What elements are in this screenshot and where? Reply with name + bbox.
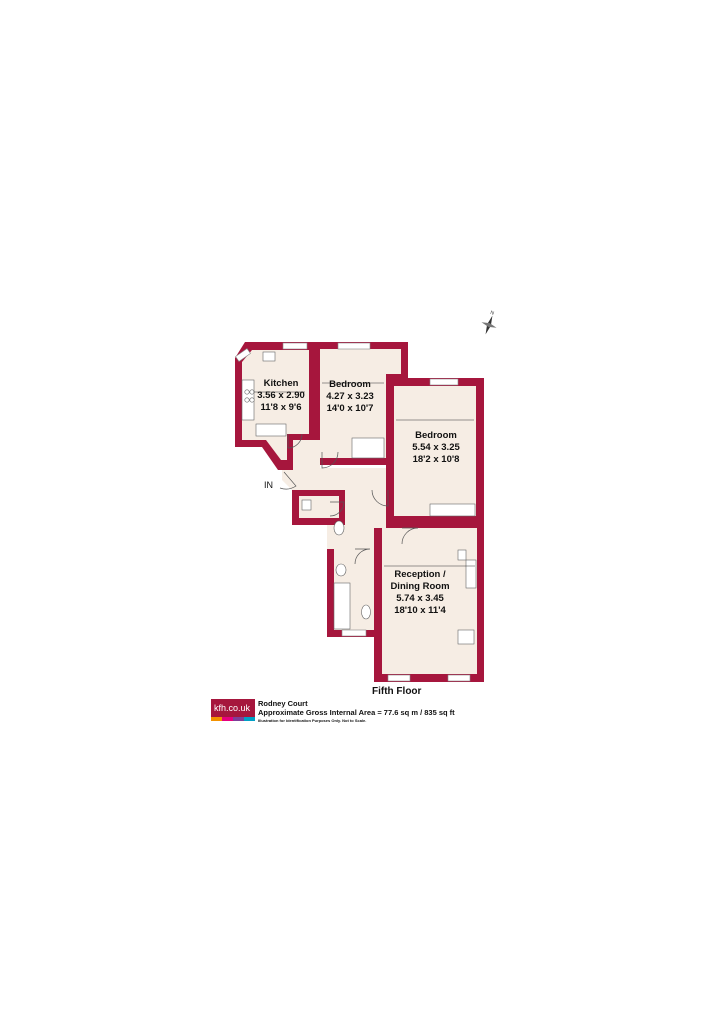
entrance-door	[279, 471, 297, 490]
reception-cabinet	[457, 549, 467, 561]
kitchen-imperial: 11'8 x 9'6	[261, 402, 302, 413]
windows	[235, 342, 471, 682]
bathtub	[333, 582, 351, 630]
fixtures	[241, 351, 477, 645]
gross-area: Approximate Gross Internal Area = 77.6 s…	[258, 708, 455, 717]
entrance-label: IN	[264, 480, 273, 490]
hallway-floor	[282, 440, 386, 549]
fireplace	[465, 559, 477, 589]
bedroom-1-name: Bedroom	[329, 379, 371, 390]
hob-ring	[244, 397, 250, 403]
bedroom-2-door	[371, 489, 389, 507]
kitchen-window	[282, 342, 308, 350]
wc-toilet	[333, 520, 345, 536]
logo-color-bar	[244, 717, 255, 721]
basin	[335, 563, 347, 577]
dimension-markers	[253, 382, 475, 567]
bedroom-1-imperial: 14'0 x 10'7	[327, 403, 374, 414]
reception-window-2	[447, 674, 471, 682]
kitchen-units	[255, 423, 287, 437]
reception-door	[401, 527, 419, 545]
bedroom-1-door	[321, 451, 339, 469]
kitchen-bay-window	[235, 348, 251, 362]
property-name: Rodney Court	[258, 699, 308, 708]
disclaimer: Illustration for Identification Purposes…	[258, 718, 367, 723]
bedroom-1-metric: 4.27 x 3.23	[326, 391, 374, 402]
logo-color-bar	[222, 717, 233, 721]
hob-ring	[249, 397, 255, 403]
bedroom-2-imperial: 18'2 x 10'8	[413, 454, 460, 465]
logo-color-bar	[211, 717, 222, 721]
logo-color-bar	[233, 717, 244, 721]
bathroom-door	[354, 548, 371, 565]
wc-basin	[301, 499, 312, 511]
reception-metric: 5.74 x 3.45	[396, 593, 444, 604]
bedroom-1-alcove	[386, 349, 401, 374]
bedroom-2-floor	[394, 386, 476, 516]
north-arrow-icon: N	[481, 310, 497, 335]
reception-name-line1: Reception /	[394, 569, 446, 580]
bedroom-2-metric: 5.54 x 3.25	[412, 442, 460, 453]
bedroom-1-window	[337, 342, 371, 350]
doors	[279, 433, 419, 565]
kitchen-sink	[262, 351, 276, 362]
hob-ring	[244, 389, 250, 395]
reception-imperial: 18'10 x 11'4	[394, 605, 446, 616]
wc-door	[329, 501, 345, 517]
bedroom-2-window	[429, 378, 459, 386]
caption-block: kfh.co.uk Rodney Court Approximate Gross…	[211, 699, 531, 725]
kitchen-door	[287, 433, 303, 449]
reception-window-1	[387, 674, 411, 682]
bedroom-1-wardrobe	[351, 437, 385, 459]
bathroom-window	[341, 629, 367, 637]
bedroom-2-wardrobe	[429, 503, 476, 517]
logo-text: kfh.co.uk	[214, 703, 251, 713]
toilet	[361, 604, 371, 620]
bedroom-2-name: Bedroom	[415, 430, 457, 441]
kitchen-name: Kitchen	[264, 378, 299, 389]
reception-name-line2: Dining Room	[390, 581, 449, 592]
kitchen-metric: 3.56 x 2.90	[257, 390, 305, 401]
floor-label: Fifth Floor	[372, 686, 422, 697]
kfh-logo: kfh.co.uk	[211, 699, 255, 721]
compass-label: N	[489, 310, 495, 317]
radiator	[457, 629, 475, 645]
